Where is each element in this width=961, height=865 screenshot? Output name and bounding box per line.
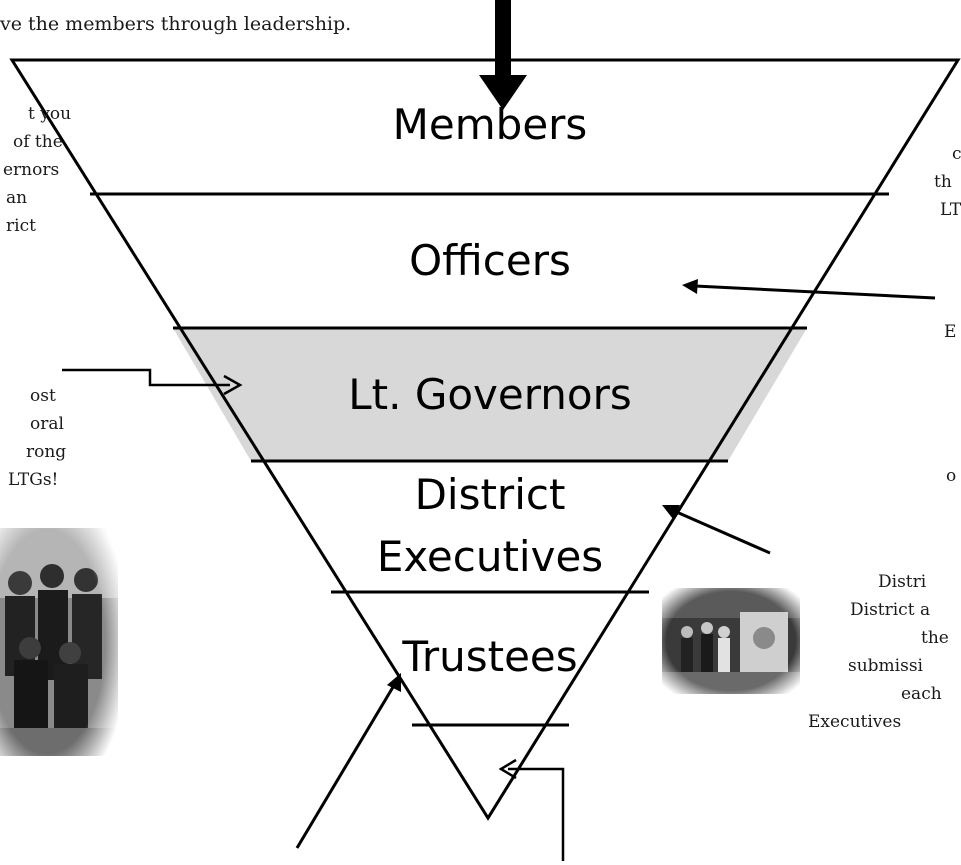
right-note-line: Executives xyxy=(808,712,902,732)
left-note-line: an xyxy=(6,188,28,208)
arrow-to-officers-head xyxy=(682,279,698,294)
right-note-top-2: th LT xyxy=(930,168,961,224)
left-note-top: t you of the ernors an rict xyxy=(0,100,80,240)
right-note-top: c xyxy=(930,140,961,168)
top-caption: ve the members through leadership. xyxy=(0,13,352,35)
arrow-to-district-executives xyxy=(671,508,771,555)
tier-band-lt-governors xyxy=(173,328,807,461)
right-note-line: o xyxy=(946,466,957,486)
right-note-line: LT xyxy=(940,200,961,220)
left-note-line: oral xyxy=(30,414,64,434)
arrow-to-lt-governors-head xyxy=(223,374,243,396)
group-photo-left xyxy=(0,528,118,756)
left-note-mid: ost oral rong LTGs! xyxy=(0,382,80,494)
right-note-bottom: Distri District a the submissi each Exec… xyxy=(808,568,961,736)
arrow-to-officers xyxy=(694,284,936,300)
right-note-line: th xyxy=(934,172,952,192)
right-note-mid: E xyxy=(944,318,961,346)
down-arrow-shaft xyxy=(495,0,511,80)
right-note-line: each xyxy=(901,684,942,704)
down-arrow-head xyxy=(479,75,527,110)
right-note-line: submissi xyxy=(848,656,923,676)
arrow-to-bottom-tier xyxy=(508,767,565,861)
left-note-line: ernors xyxy=(3,160,60,180)
tier-label-trustees: Trustees xyxy=(402,632,578,681)
left-note-line: LTGs! xyxy=(8,470,59,490)
left-note-line: rong xyxy=(26,442,67,462)
left-note-line: t you xyxy=(28,104,72,124)
arrow-to-bottom-tier-head xyxy=(498,758,517,780)
left-note-line: ost xyxy=(30,386,56,406)
tier-label-officers: Officers xyxy=(409,236,571,285)
left-note-line: of the xyxy=(13,132,63,152)
podium-photo-right xyxy=(662,588,800,694)
tier-label-members: Members xyxy=(392,100,588,149)
right-note-line: the xyxy=(921,628,949,648)
tier-label-executives: Executives xyxy=(376,532,604,581)
arrow-to-trustees-head xyxy=(387,673,401,692)
tier-label-district: District xyxy=(414,470,566,519)
pyramid-outline xyxy=(9,58,961,821)
right-note-line: Distri xyxy=(878,572,927,592)
arrow-to-district-executives-head xyxy=(662,505,680,519)
right-note-line: District a xyxy=(850,600,931,620)
tier-label-lt-governors: Lt. Governors xyxy=(348,370,632,419)
left-note-line: rict xyxy=(6,216,36,236)
arrow-to-trustees xyxy=(295,681,398,849)
right-note-low: o xyxy=(946,462,961,490)
arrow-to-lt-governors xyxy=(62,368,230,387)
right-note-line: E xyxy=(944,322,957,342)
right-note-line: c xyxy=(952,144,961,164)
